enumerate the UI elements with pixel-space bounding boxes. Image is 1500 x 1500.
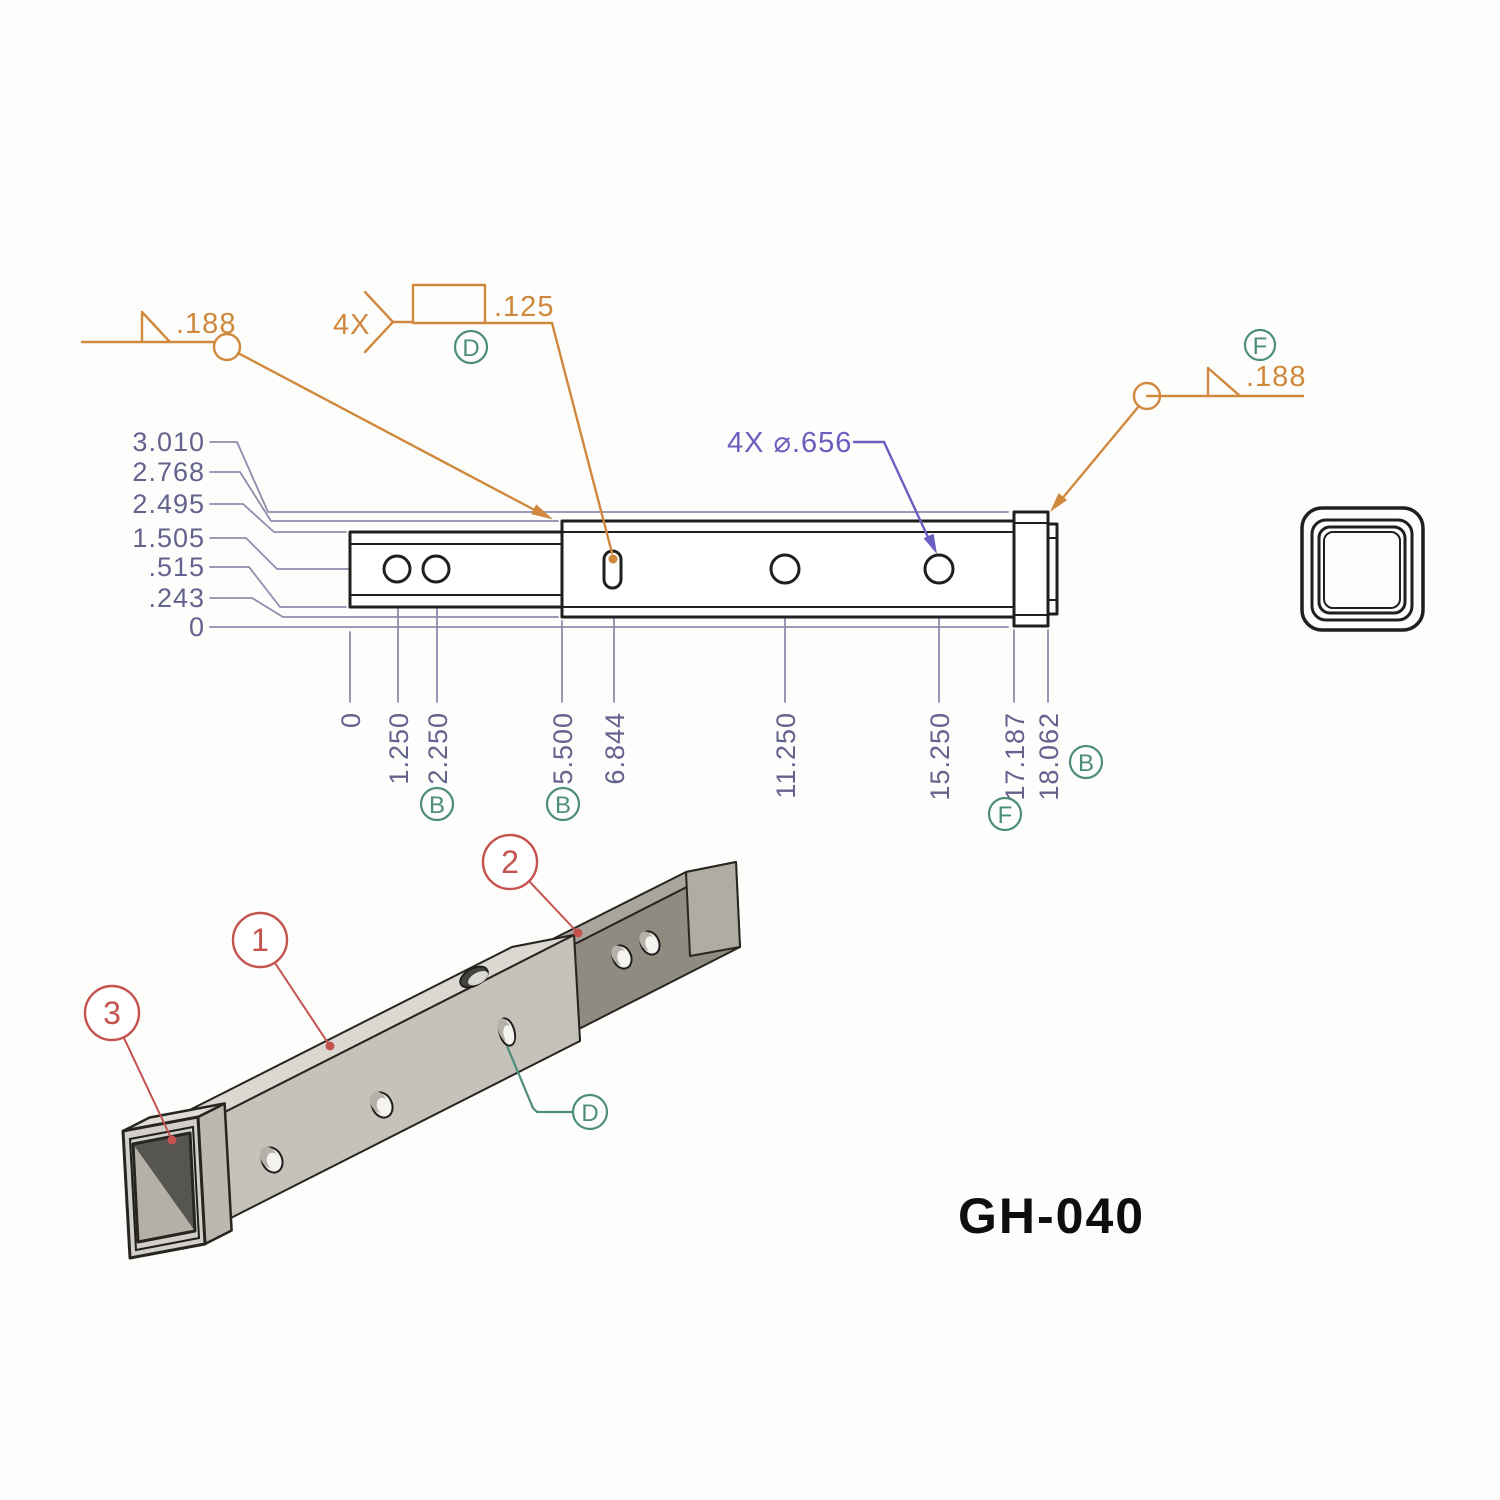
leader-line [236,351,546,517]
pin-hole [382,554,412,584]
dim-leader-2768 [209,471,559,522]
balloon-leader [274,962,331,1047]
collar-inner-edge [1310,518,1414,622]
inner-tube-hole [611,944,633,970]
datum-circle-b [419,786,455,822]
tube-outer-edge [1317,525,1407,615]
balloon-leader-dot [573,928,583,938]
dim-value: 11.250 [771,712,801,799]
balloon-2-circle [481,833,539,891]
dim-leader-515 [209,566,347,608]
surface-finish-callout-right: F .188 [1050,328,1306,512]
tube-inner-edge [1323,531,1401,609]
datum-circle-d [571,1093,609,1131]
surface-finish-icon [140,310,172,344]
leader-dot [608,554,618,564]
datum-labels-bottom: B B F B [419,744,1104,832]
balloon-number: 2 [501,844,519,880]
surface-finish-callout-left: .188 [80,308,553,520]
collar-lip-edge [128,1125,201,1252]
vertical-ordinate-dimensions: 3.010 2.768 2.495 1.505 .515 .243 0 [132,427,1009,642]
balloon-leader [528,880,579,934]
datum-letter: B [555,792,571,819]
dim-value: 3.010 [132,427,205,457]
leader-circle [212,332,242,362]
flatness-qty: 4X [333,309,370,341]
end-view [1300,506,1425,632]
dim-value: 15.250 [925,712,955,801]
collar-opening-floor [133,1144,195,1242]
balloon-leader-dot [167,1135,177,1145]
horizontal-ordinate-dimensions: 0 1.250 2.250 5.500 6.844 11.250 15.250 … [336,583,1064,801]
surface-finish-icon [1206,366,1242,398]
collar-outer-edge [1300,506,1425,632]
dim-leader-3010 [209,441,1009,513]
dim-value: .515 [148,552,205,582]
dim-value: 1.250 [384,712,414,785]
leader-arrowhead [531,504,553,520]
datum-slot-hole [497,1017,517,1047]
leader-arrowhead [923,533,937,554]
top-slot-hole [459,965,489,989]
pin-hole [769,553,801,585]
datum-letter: F [1253,333,1268,360]
balloon-number: 3 [103,995,121,1031]
flatness-callout: 4X .125 D [333,283,618,564]
dim-value: 0 [336,712,366,728]
hole-callout-text: 4X ⌀.656 [727,427,852,459]
dim-value: 2.250 [423,712,453,785]
inner-tube-end-face [685,861,741,957]
balloon-leader-dot [325,1041,335,1051]
pin-hole [923,553,955,585]
leader-line [1054,404,1141,508]
outer-tube-hole [259,1146,284,1174]
datum-leader [505,1045,572,1114]
pin-hole [421,554,451,584]
dim-leader-243 [209,597,559,618]
balloon-leader [123,1037,173,1141]
datum-circle-b [545,786,581,822]
dim-value: 6.844 [600,712,630,785]
leader-arrowhead [1050,493,1067,512]
dim-value: 0 [189,612,205,642]
collar-profile [1012,510,1050,628]
datum-letter: B [429,792,445,819]
leader-line [852,440,935,550]
side-view [348,510,1059,628]
finish-value: .188 [1246,361,1306,393]
datum-circle-b [1068,744,1104,780]
datum-letter: D [581,1100,598,1127]
dim-value: 18.062 [1034,712,1064,801]
outer-tube-hole [369,1091,394,1119]
leader-circle [1132,381,1162,411]
dim-value: 2.768 [132,457,205,487]
datum-circle-d [453,329,489,365]
datum-letter: B [1078,750,1094,777]
dim-value: 1.505 [132,523,205,553]
isometric-view: 1 2 3 D [83,833,741,1260]
dim-value: 5.500 [548,712,578,785]
chevron-symbol [363,290,415,354]
hole-diameter-callout: 4X ⌀.656 [727,427,937,554]
dim-leader-2495 [209,503,347,533]
inner-tube-hole [639,930,661,956]
datum-circle-f [987,796,1023,832]
datum-circle-f [1243,328,1277,362]
datum-letter: F [998,802,1013,829]
dim-leader-1505 [209,537,384,570]
balloon-3-circle [83,984,141,1042]
datum-letter: D [462,335,479,362]
balloon-number: 1 [251,922,269,958]
flatness-value: .125 [494,291,554,323]
part-number-title: GH-040 [958,1188,1145,1244]
balloon-1-circle [231,911,289,969]
feature-control-frame [411,283,487,325]
leader-line [483,321,614,555]
dim-value: 2.495 [132,489,205,519]
dim-value: .243 [148,583,205,613]
dim-value: 17.187 [1000,712,1030,801]
